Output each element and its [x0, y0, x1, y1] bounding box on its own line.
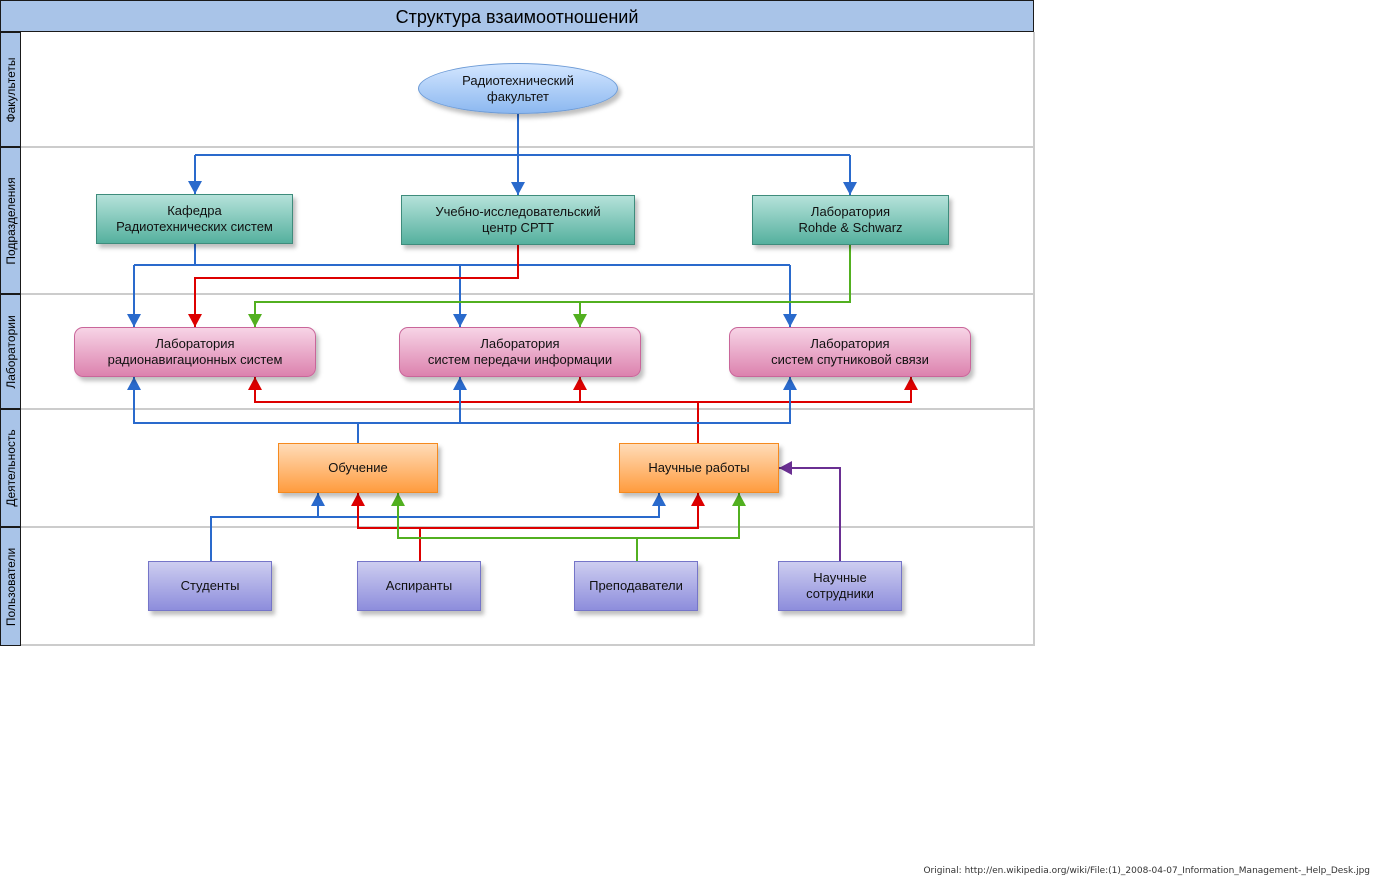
node-dept-kafedra[interactable]: Кафедра Радиотехнических систем	[96, 194, 293, 244]
node-activity-training[interactable]: Обучение	[278, 443, 438, 493]
node-radio-faculty[interactable]: Радиотехнический факультет	[418, 63, 618, 114]
arrow-head-icon	[127, 377, 141, 390]
node-user-teachers[interactable]: Преподаватели	[574, 561, 698, 611]
arrow-head-icon	[783, 377, 797, 390]
arrow-head-icon	[783, 314, 797, 327]
node-user-postgrads[interactable]: Аспиранты	[357, 561, 481, 611]
node-user-researchers[interactable]: Научные сотрудники	[778, 561, 902, 611]
link-teachers-bus	[397, 493, 740, 539]
node-lab-radionavigation[interactable]: Лаборатория радионавигационных систем	[74, 327, 316, 377]
lane-label-laboratories: Лаборатории	[0, 294, 21, 409]
lane-label-users: Пользователи	[0, 527, 21, 646]
arrow-head-icon	[127, 314, 141, 327]
lane-departments	[21, 148, 1035, 295]
arrow-head-icon	[904, 377, 918, 390]
arrow-head-icon	[351, 493, 365, 506]
arrow-head-icon	[248, 314, 262, 327]
node-user-students[interactable]: Студенты	[148, 561, 272, 611]
lane-faculties	[21, 32, 1035, 148]
arrow-head-icon	[573, 314, 587, 327]
arrow-head-icon	[691, 493, 705, 506]
lane-laboratories	[21, 295, 1035, 410]
lane-label-faculties: Факультеты	[0, 32, 21, 147]
source-footer: Original: http://en.wikipedia.org/wiki/F…	[923, 866, 1370, 876]
arrow-head-icon	[188, 314, 202, 327]
lane-label-departments: Подразделения	[0, 147, 21, 294]
node-dept-research-center[interactable]: Учебно-исследовательский центр СРТТ	[401, 195, 635, 245]
link-rs-bus	[254, 245, 851, 327]
node-activity-research[interactable]: Научные работы	[619, 443, 779, 493]
lane-users	[21, 528, 1035, 646]
arrow-head-icon	[732, 493, 746, 506]
arrow-head-icon	[652, 493, 666, 506]
node-lab-info-transfer[interactable]: Лаборатория систем передачи информации	[399, 327, 641, 377]
arrow-head-icon	[453, 314, 467, 327]
arrow-head-icon	[453, 377, 467, 390]
arrow-head-icon	[188, 181, 202, 194]
link-researchers-to-research	[779, 467, 841, 561]
link-center-to-radionav	[194, 245, 519, 327]
diagram-title: Структура взаимоотношений	[0, 0, 1034, 32]
arrow-head-icon	[843, 182, 857, 195]
arrow-head-icon	[573, 377, 587, 390]
arrow-head-icon	[248, 377, 262, 390]
lane-label-activities: Деятельность	[0, 409, 21, 527]
arrow-head-icon	[391, 493, 405, 506]
arrow-head-icon	[511, 182, 525, 195]
arrow-head-icon	[311, 493, 325, 506]
link-training-bus	[133, 377, 791, 424]
arrow-head-icon	[779, 461, 792, 475]
node-dept-rohde-schwarz[interactable]: Лаборатория Rohde & Schwarz	[752, 195, 949, 245]
link-postgrads-bus	[357, 493, 699, 529]
node-lab-satellite[interactable]: Лаборатория систем спутниковой связи	[729, 327, 971, 377]
